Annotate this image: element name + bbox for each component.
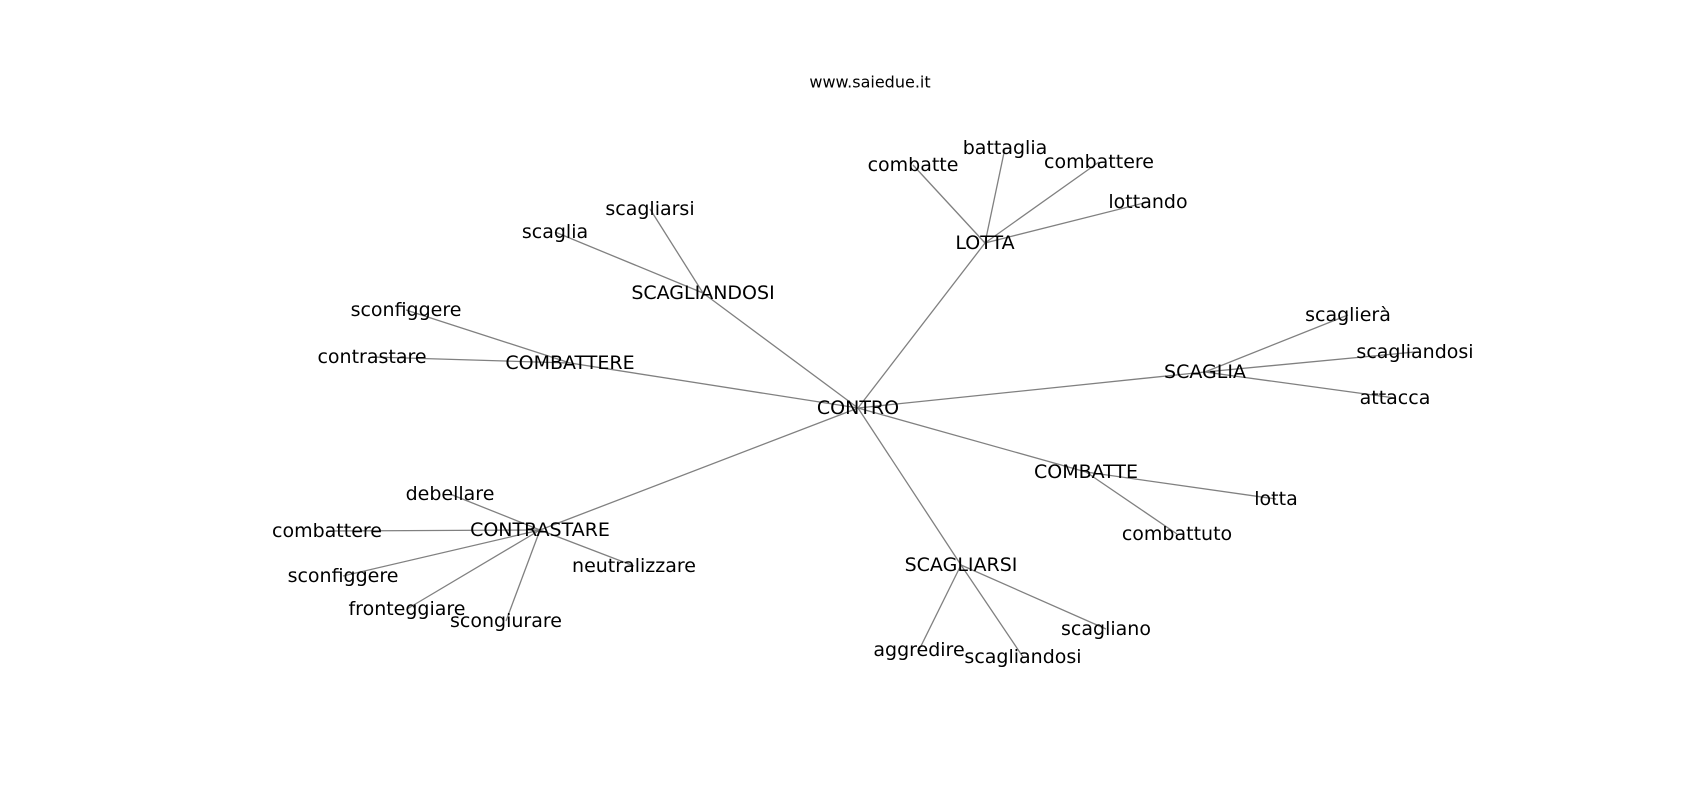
leaf-node: fronteggiare [348,598,465,620]
edge-lotta-1 [984,147,1006,244]
edge-center-contrastare [539,407,859,531]
edge-combatte-1 [1085,471,1178,535]
edge-combattere-1 [371,356,571,364]
edge-contrastare-4 [505,529,541,622]
site-title: www.saiedue.it [809,73,930,92]
edge-center-scaglia [857,371,1206,409]
edge-center-scagliarsi [857,407,962,566]
leaf-node: neutralizzare [572,555,696,577]
graph-edges [326,147,1416,658]
edge-lotta-0 [912,164,986,244]
edge-contrastare-3 [406,529,541,610]
edge-scagliandosi-1 [554,231,704,294]
edge-lotta-2 [984,161,1100,244]
group-node-scagliarsi: SCAGLIARSI [905,554,1018,576]
edge-center-combatte [857,407,1087,473]
edge-scagliarsi-0 [918,564,962,651]
leaf-node: scagliandosi [964,646,1081,668]
edge-combattere-0 [405,309,571,364]
edge-lotta-3 [984,201,1149,244]
edge-combatte-0 [1085,471,1277,500]
leaf-node: combattere [1044,151,1154,173]
edge-center-lotta [857,242,986,409]
leaf-node: scaglia [522,221,588,243]
edge-contrastare-0 [449,493,541,531]
edge-center-scagliandosi [702,292,859,409]
edge-contrastare-5 [539,529,635,567]
leaf-node: aggredire [873,639,964,661]
group-node-scagliandosi: SCAGLIANDOSI [631,282,774,304]
group-node-combatte: COMBATTE [1034,461,1138,483]
edge-scaglia-2 [1204,371,1396,399]
leaf-node: scongiurare [450,610,562,632]
leaf-node: scagliarsi [605,198,694,220]
leaf-node: contrastare [317,346,426,368]
edge-scagliarsi-1 [960,564,1024,658]
leaf-node: lotta [1254,488,1297,510]
leaf-node: scaglierà [1305,304,1391,326]
leaf-node: combattere [272,520,382,542]
edge-contrastare-1 [326,529,541,532]
group-node-scaglia: SCAGLIA [1164,361,1246,383]
leaf-node: combattuto [1122,523,1232,545]
edge-scaglia-1 [1204,351,1416,373]
group-node-contrastare: CONTRASTARE [470,519,610,541]
edge-scagliarsi-2 [960,564,1107,630]
edge-scagliandosi-0 [649,208,704,294]
edge-contrastare-2 [342,529,541,577]
leaf-node: battaglia [963,137,1048,159]
group-node-lotta: LOTTA [955,232,1014,254]
leaf-node: sconfiggere [351,299,462,321]
group-node-combattere: COMBATTERE [505,352,634,374]
center-node: CONTRO [817,397,899,419]
leaf-node: scagliano [1061,618,1151,640]
graph-nodes: CONTROLOTTAcombattebattagliacombatterelo… [272,137,1474,668]
leaf-node: lottando [1108,191,1187,213]
leaf-node: debellare [406,483,495,505]
leaf-node: combatte [868,154,959,176]
leaf-node: scagliandosi [1356,341,1473,363]
edge-center-combattere [569,362,859,409]
edge-scaglia-0 [1204,314,1349,373]
leaf-node: attacca [1360,387,1431,409]
leaf-node: sconfiggere [288,565,399,587]
